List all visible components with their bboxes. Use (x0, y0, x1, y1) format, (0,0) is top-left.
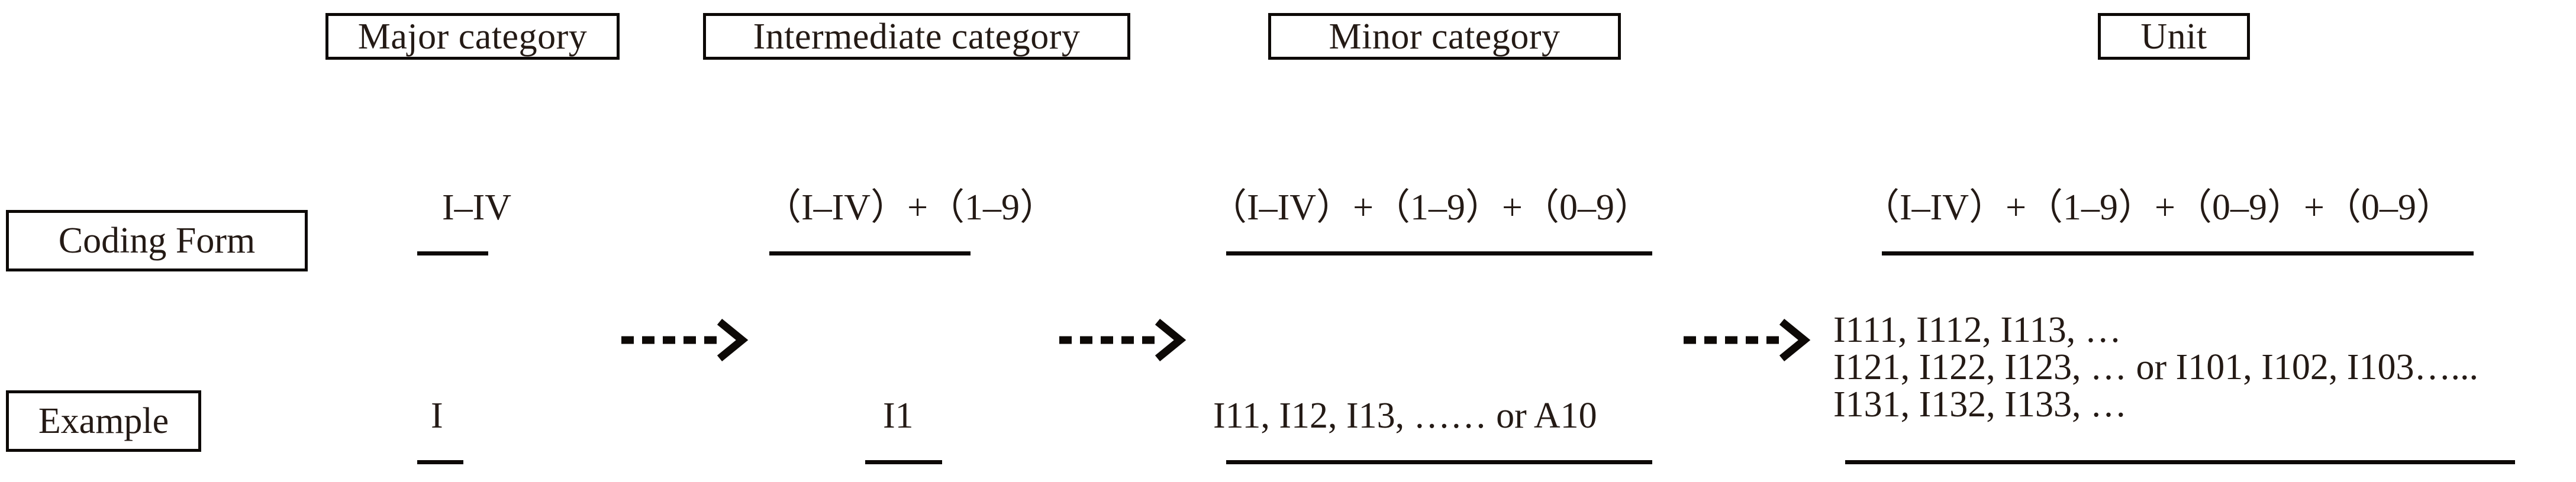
coding-form-cell-intermediate: （I–IV）+（1–9） (765, 187, 1057, 228)
coding-form-cell-minor: （I–IV）+（1–9）+（0–9） (1210, 187, 1651, 228)
example-rule-major (417, 460, 463, 464)
row-label-text-coding-form: Coding Form (58, 221, 256, 261)
example-rule-unit (1845, 460, 2515, 464)
category-box-major: Major category (325, 13, 620, 60)
category-box-unit: Unit (2098, 13, 2250, 60)
example-rule-intermediate (865, 460, 942, 464)
coding-form-rule-minor (1226, 251, 1652, 255)
category-label-unit: Unit (2140, 16, 2207, 57)
category-box-minor: Minor category (1268, 13, 1621, 60)
example-cell-unit-line-3: I131, I132, I133, … (1833, 384, 2127, 425)
category-label-minor: Minor category (1329, 16, 1561, 57)
example-cell-intermediate: I1 (883, 396, 914, 436)
arrow-minor-to-unit-icon (1682, 318, 1811, 362)
category-label-intermediate: Intermediate category (753, 16, 1081, 57)
example-cell-unit-line-2: I121, I122, I123, … or I101, I102, I103…… (1833, 347, 2479, 388)
example-rule-minor (1226, 460, 1652, 464)
coding-form-rule-major (417, 251, 488, 255)
row-label-example: Example (6, 390, 201, 452)
row-label-coding-form: Coding Form (6, 210, 308, 271)
coding-form-rule-unit (1882, 251, 2474, 255)
example-cell-unit-line-1: I111, I112, I113, … (1833, 310, 2122, 350)
example-cell-minor: I11, I12, I13, …… or A10 (1213, 396, 1597, 436)
example-cell-unit: I111, I112, I113, … I121, I122, I123, … … (1833, 310, 2479, 425)
coding-form-rule-intermediate (769, 251, 971, 255)
arrow-major-to-intermediate-icon (620, 318, 749, 362)
arrow-intermediate-to-minor-icon (1058, 318, 1187, 362)
category-label-major: Major category (357, 16, 588, 57)
category-box-intermediate: Intermediate category (703, 13, 1130, 60)
row-label-text-example: Example (38, 401, 169, 441)
coding-form-cell-unit: （I–IV）+（1–9）+（0–9）+（0–9） (1863, 187, 2453, 228)
example-cell-major: I (431, 396, 443, 436)
coding-form-cell-major: I–IV (442, 187, 512, 228)
